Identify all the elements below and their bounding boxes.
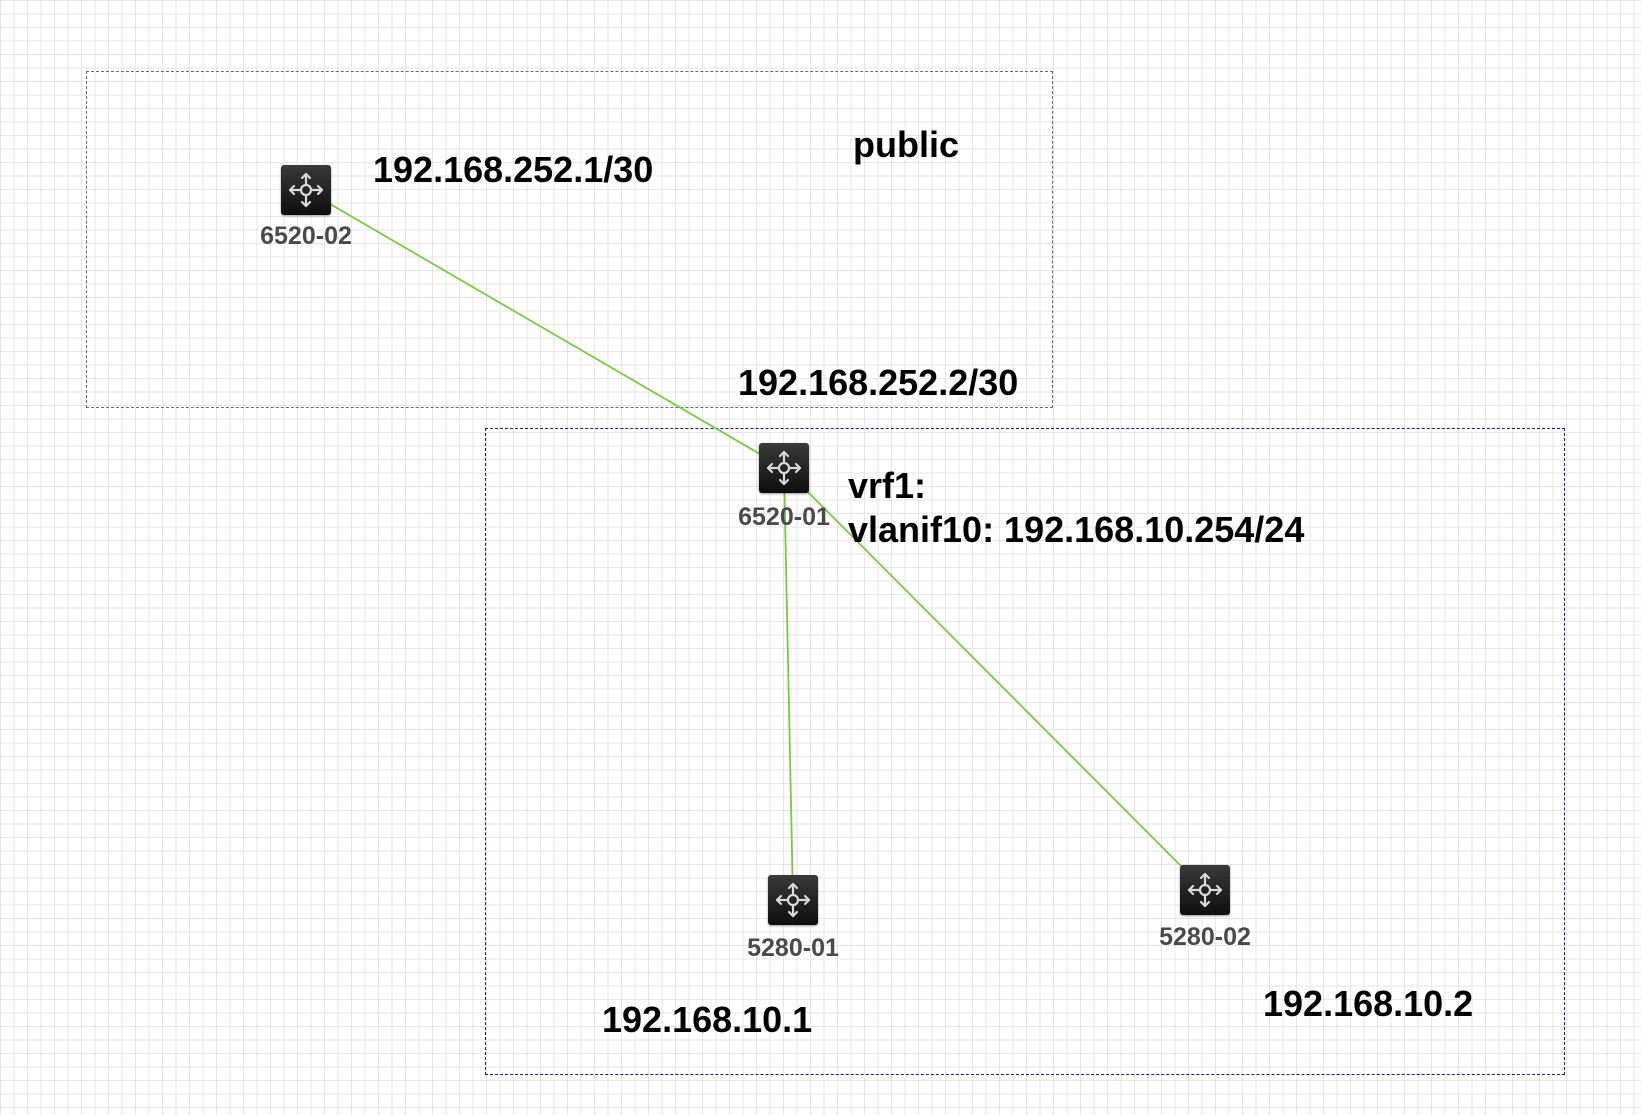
vrf1-zone (485, 428, 1565, 1075)
router-switch-icon (766, 450, 802, 486)
public-zone (86, 71, 1053, 408)
device-label-6520-02: 6520-02 (260, 222, 352, 250)
device-5280-01[interactable] (768, 875, 818, 925)
zone-label-public: public (853, 124, 959, 165)
device-label-5280-01: 5280-01 (747, 934, 839, 962)
vlanif10-address: vlanif10: 192.168.10.254/24 (848, 509, 1305, 550)
device-label-6520-01: 6520-01 (738, 503, 830, 531)
router-switch-icon (288, 172, 324, 208)
address-5280-02: 192.168.10.2 (1263, 983, 1474, 1024)
device-5280-02[interactable] (1180, 865, 1230, 915)
zone-label-vrf1: vrf1: (848, 465, 927, 506)
address-6520-02: 192.168.252.1/30 (373, 149, 654, 190)
address-6520-01-uplink: 192.168.252.2/30 (738, 362, 1019, 403)
link-6520-02-to-6520-01 (305, 189, 785, 469)
link-6520-01-to-5280-01 (783, 467, 794, 901)
link-6520-01-to-5280-02 (783, 467, 1206, 891)
device-6520-01[interactable] (759, 443, 809, 493)
address-5280-01: 192.168.10.1 (602, 999, 813, 1040)
device-label-5280-02: 5280-02 (1159, 923, 1251, 951)
device-6520-02[interactable] (281, 165, 331, 215)
router-switch-icon (775, 882, 811, 918)
router-switch-icon (1187, 872, 1223, 908)
